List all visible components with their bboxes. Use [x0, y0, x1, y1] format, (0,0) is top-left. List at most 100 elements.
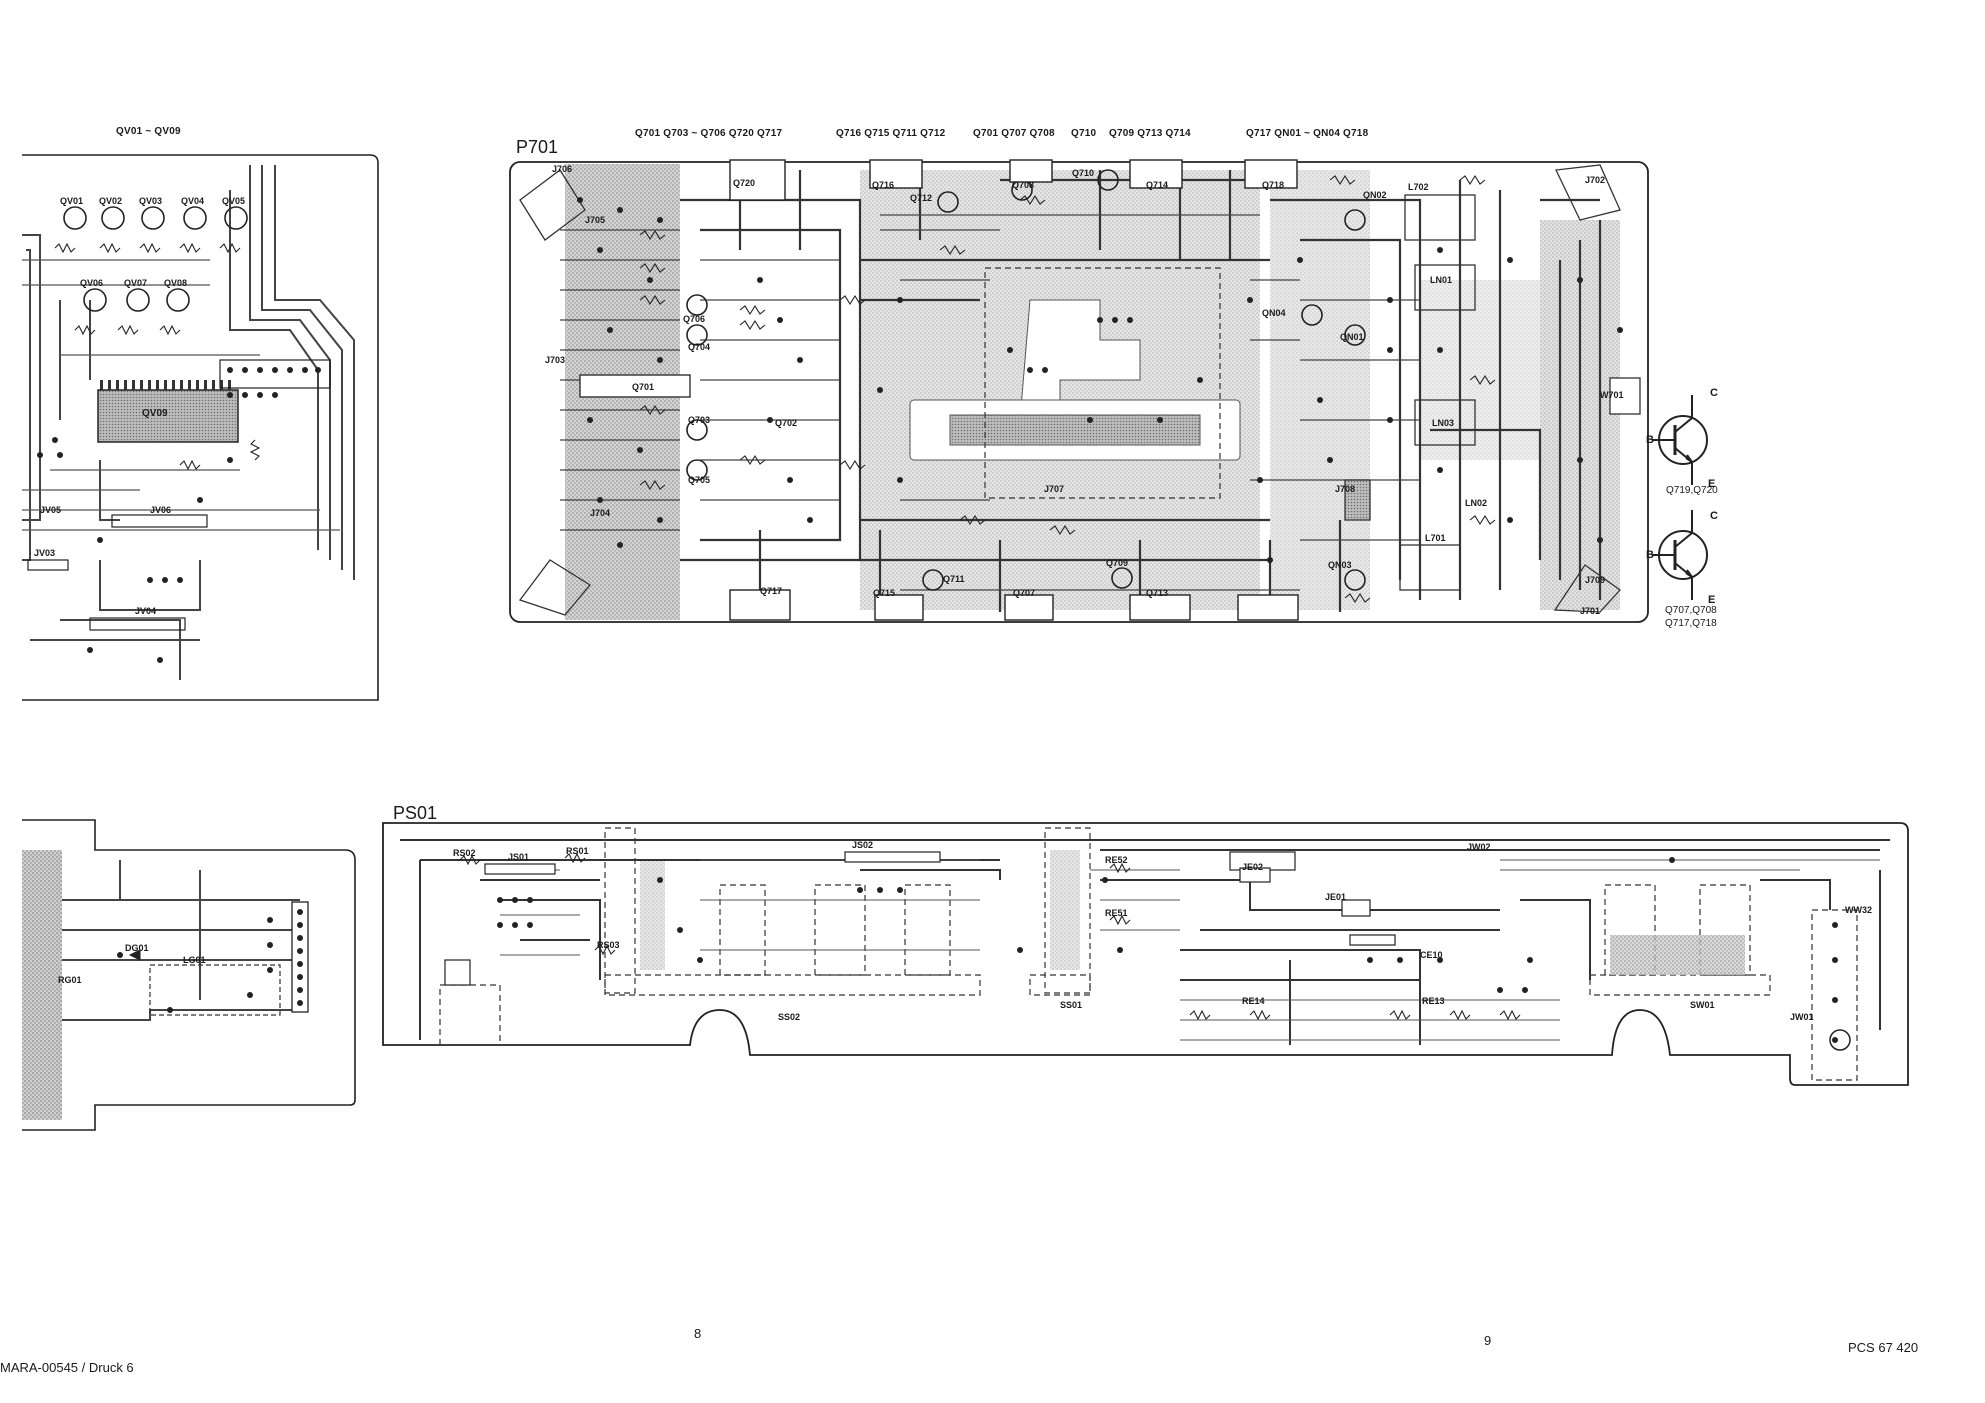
part-rs03: RS03 [597, 940, 620, 950]
qv06-label: QV06 [80, 278, 104, 288]
part-re51: RE51 [1105, 908, 1128, 918]
part-q710: Q710 [1072, 168, 1095, 178]
part-q716: Q716 [872, 180, 895, 190]
caption-q717-q718: Q717,Q718 [1665, 618, 1717, 629]
transistor-symbol-bottom [1652, 510, 1708, 600]
part-q703: Q703 [688, 415, 711, 425]
pin-c-bottom: C [1710, 510, 1718, 522]
jv06-label: JV06 [150, 505, 172, 515]
part-l702: L702 [1408, 182, 1429, 192]
part-rg01: RG01 [58, 975, 82, 985]
part-re14: RE14 [1242, 996, 1265, 1006]
part-q712: Q712 [910, 193, 933, 203]
part-q704: Q704 [688, 342, 711, 352]
part-j702: J702 [1585, 175, 1606, 185]
part-lg01: LG01 [183, 955, 206, 965]
footer-document-code: MARA-00545 / Druck 6 [0, 1360, 134, 1375]
qv08-label: QV08 [164, 278, 188, 288]
part-q705: Q705 [688, 475, 711, 485]
transistor-symbol-top [1652, 395, 1708, 485]
part-dg01: DG01 [125, 943, 149, 953]
part-j707: J707 [1044, 484, 1065, 494]
part-j706: J706 [552, 164, 573, 174]
part-qn04: QN04 [1262, 308, 1286, 318]
board-lg [22, 819, 356, 1131]
part-rs02: RS02 [453, 848, 476, 858]
part-q715-left: Q715 [873, 588, 896, 598]
ic-qv09-body [97, 389, 239, 443]
board-p701 [509, 159, 1649, 623]
part-re13: RE13 [1422, 996, 1445, 1006]
caption-q719-q720: Q719,Q720 [1666, 485, 1718, 496]
p701-header-5: Q709 Q713 Q714 [1109, 128, 1191, 139]
part-js02: JS02 [852, 840, 874, 850]
p701-header-4: Q710 [1071, 128, 1097, 139]
part-q717-left: Q717 [760, 586, 783, 596]
qv04-label: QV04 [181, 196, 205, 206]
board-ps01 [382, 822, 1909, 1086]
qv05-label: QV05 [222, 196, 246, 206]
pin-e-bottom: E [1708, 594, 1716, 606]
part-rs01: RS01 [566, 846, 589, 856]
part-ln01: LN01 [1430, 275, 1453, 285]
pin-c-top: C [1710, 387, 1718, 399]
part-q714: Q714 [1146, 180, 1169, 190]
part-l701: L701 [1425, 533, 1446, 543]
pin-b-bottom: B [1646, 549, 1654, 561]
p701-header-3: Q701 Q707 Q708 [973, 128, 1055, 139]
part-j705: J705 [585, 215, 606, 225]
p701-header-2: Q716 Q715 Q711 Q712 [836, 128, 946, 139]
board-qv [22, 154, 379, 701]
part-jw02: JW02 [1467, 842, 1491, 852]
part-q709: Q709 [1106, 558, 1129, 568]
part-q713: Q713 [1146, 588, 1169, 598]
qv03-label: QV03 [139, 196, 163, 206]
part-qn02: QN02 [1363, 190, 1387, 200]
page-number-left: 8 [694, 1326, 702, 1341]
part-j701: J701 [1580, 606, 1601, 616]
part-q708: Q708 [1012, 180, 1035, 190]
part-j708: J708 [1335, 484, 1356, 494]
part-je01: JE01 [1325, 892, 1347, 902]
part-qn01: QN01 [1340, 332, 1364, 342]
part-jw01: JW01 [1790, 1012, 1814, 1022]
part-ss01: SS01 [1060, 1000, 1083, 1010]
part-js01: JS01 [508, 852, 530, 862]
page-number-right: 9 [1484, 1333, 1492, 1348]
part-j703: J703 [545, 355, 566, 365]
p701-header-6: Q717 QN01 ~ QN04 Q718 [1246, 128, 1369, 139]
part-q702: Q702 [775, 418, 798, 428]
part-ce10: CE10 [1420, 950, 1443, 960]
qv02-label: QV02 [99, 196, 123, 206]
part-ss02: SS02 [778, 1012, 801, 1022]
part-j709: J709 [1585, 575, 1606, 585]
part-q720: Q720 [733, 178, 756, 188]
jv03-label: JV03 [34, 548, 56, 558]
part-ww32: WW32 [1845, 905, 1872, 915]
part-je02: JE02 [1242, 862, 1264, 872]
part-q706: Q706 [683, 314, 706, 324]
part-ln02: LN02 [1465, 498, 1488, 508]
jv05-label: JV05 [40, 505, 62, 515]
part-qn03: QN03 [1328, 560, 1352, 570]
jv04-label: JV04 [135, 606, 157, 616]
part-re52: RE52 [1105, 855, 1128, 865]
part-w701: W701 [1600, 390, 1624, 400]
qv09-label: QV09 [142, 408, 168, 419]
p701-board-title: P701 [516, 137, 559, 157]
qv07-label: QV07 [124, 278, 148, 288]
qv01-label: QV01 [60, 196, 84, 206]
part-ln03: LN03 [1432, 418, 1455, 428]
p701-header-1: Q701 Q703 ~ Q706 Q720 Q717 [635, 128, 783, 139]
pin-e-top: E [1708, 478, 1716, 490]
pin-b-top: B [1646, 434, 1654, 446]
part-q718: Q718 [1262, 180, 1285, 190]
part-q707: Q707 [1013, 588, 1036, 598]
part-j704: J704 [590, 508, 611, 518]
ps01-board-title: PS01 [393, 803, 438, 823]
part-sw01: SW01 [1690, 1000, 1715, 1010]
footer-part-number: PCS 67 420 [1848, 1340, 1919, 1355]
part-q711: Q711 [943, 574, 965, 584]
caption-q707-q708: Q707,Q708 [1665, 605, 1717, 616]
